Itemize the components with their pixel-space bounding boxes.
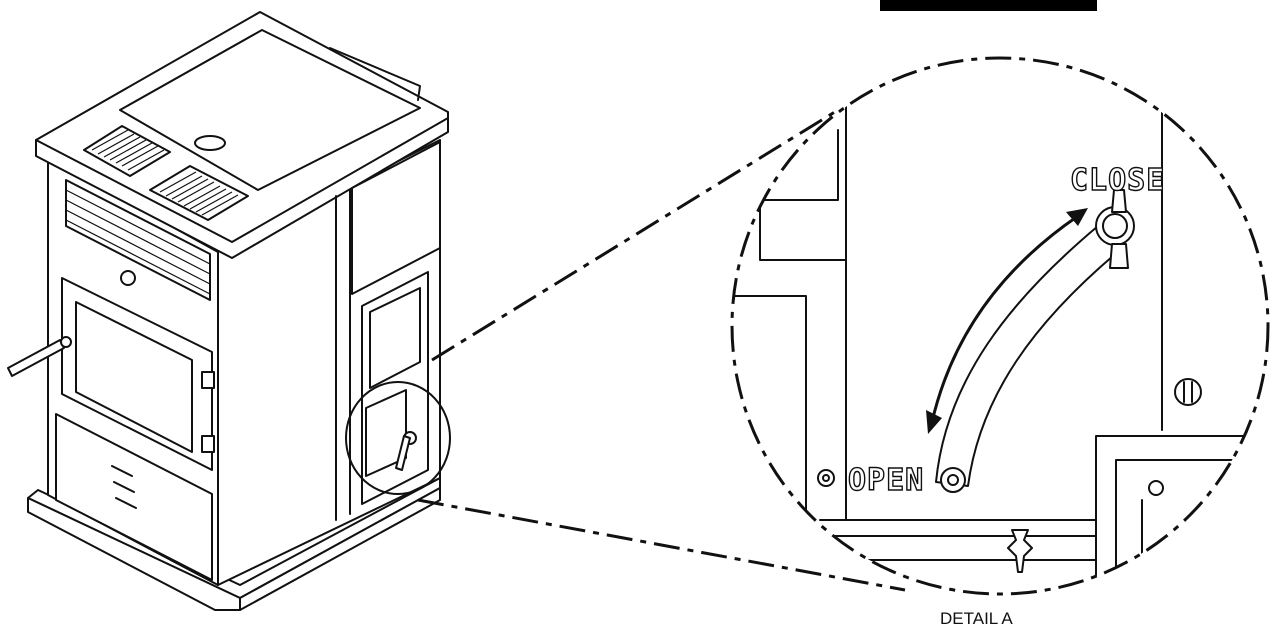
leader-line-upper bbox=[431, 108, 839, 362]
detail-a-caption: DETAIL A bbox=[940, 609, 1013, 628]
open-label: OPEN bbox=[848, 463, 924, 498]
detail-side-knob-slot bbox=[1183, 381, 1193, 403]
leader-line-lower bbox=[417, 498, 906, 592]
hopper-lid bbox=[119, 29, 421, 191]
open-label-screw-inner bbox=[822, 474, 830, 482]
top-vent-right bbox=[149, 165, 249, 221]
detail-small-bolt bbox=[1148, 480, 1164, 496]
motion-arrowhead-open bbox=[926, 410, 942, 434]
side-upper-panel bbox=[351, 141, 441, 295]
hopper-handle bbox=[194, 135, 226, 151]
detail-callout-circle bbox=[345, 381, 451, 495]
stove-top-edge bbox=[35, 117, 449, 243]
motion-arrowhead-close bbox=[1066, 208, 1088, 226]
detail-a-view: CLOSE OPEN bbox=[732, 58, 1268, 594]
brand-emblem bbox=[120, 270, 136, 286]
detail-left-bracket bbox=[732, 129, 847, 594]
door-hinge-bottom bbox=[201, 435, 215, 453]
drawer-slot-1 bbox=[111, 465, 133, 477]
close-label: CLOSE bbox=[1070, 163, 1165, 198]
drawer-slot-2 bbox=[113, 481, 135, 493]
door-handle bbox=[7, 339, 65, 377]
vent-slats bbox=[91, 129, 239, 216]
stove-base-side bbox=[239, 487, 441, 611]
hopper-hinge bbox=[329, 47, 421, 101]
door-handle-knob bbox=[60, 336, 72, 348]
detail-a-circle bbox=[730, 56, 1270, 596]
open-position-pivot-inner bbox=[947, 474, 959, 486]
door-glass bbox=[75, 301, 193, 453]
detail-lower-right-block bbox=[1095, 435, 1268, 594]
detail-bottom-tip bbox=[1007, 529, 1033, 573]
door-hinge-top bbox=[201, 371, 215, 389]
ash-drawer bbox=[55, 413, 213, 581]
damper-handle-ring-inner bbox=[1102, 213, 1128, 239]
side-control-board bbox=[369, 287, 421, 389]
detail-side-knob bbox=[1174, 378, 1202, 406]
damper-handle-top bbox=[1111, 189, 1127, 213]
pellet-stove bbox=[7, 11, 449, 611]
grille-slats bbox=[65, 189, 211, 295]
drawer-slot-3 bbox=[115, 497, 137, 509]
damper-handle-small bbox=[395, 435, 411, 471]
motion-arrow-arc bbox=[930, 214, 1080, 424]
stove-base-front bbox=[27, 497, 241, 611]
redaction-bar bbox=[880, 0, 1097, 11]
damper-handle-stem bbox=[1109, 243, 1129, 269]
